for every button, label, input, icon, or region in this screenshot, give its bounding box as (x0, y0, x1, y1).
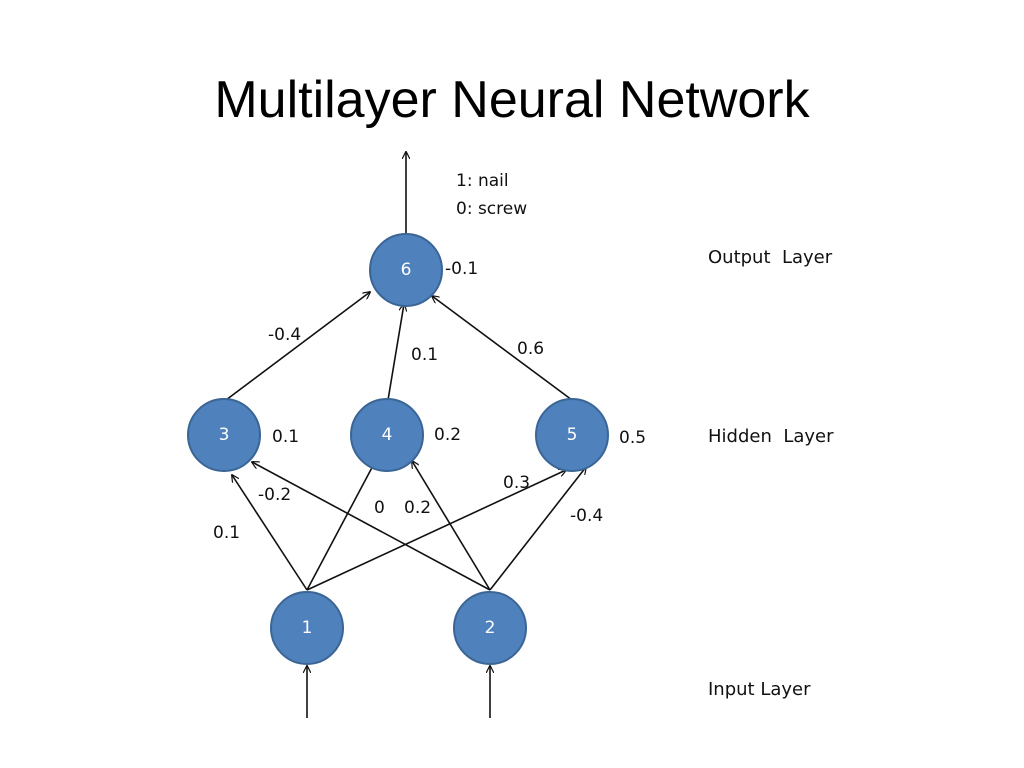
node-2-label: 2 (485, 618, 496, 638)
weight-4-6: 0.1 (411, 345, 438, 365)
edge-1-3 (232, 475, 308, 591)
node-3-label: 3 (219, 425, 230, 445)
node-6-label: 6 (401, 260, 412, 280)
node-4-bias: 0.2 (434, 425, 461, 445)
edge-2-5 (489, 467, 586, 591)
edge-4-6 (387, 304, 404, 401)
node-4-circle (350, 398, 424, 472)
slide-title: Multilayer Neural Network (214, 71, 810, 129)
node-5: 5 (535, 398, 609, 472)
weight-5-6: 0.6 (517, 339, 544, 359)
node-3: 3 (187, 398, 261, 472)
node-1: 1 (270, 591, 344, 665)
node-3-bias: 0.1 (272, 427, 299, 447)
node-6-bias: -0.1 (445, 259, 478, 279)
edge-2-3 (252, 462, 491, 591)
node-5-circle (535, 398, 609, 472)
weight-2-5: -0.4 (570, 506, 603, 526)
weight-3-6: -0.4 (268, 325, 301, 345)
node-3-circle (187, 398, 261, 472)
node-6-circle (369, 233, 443, 307)
node-1-circle (270, 591, 344, 665)
edges (225, 152, 586, 718)
output-layer-label: Output Layer (708, 247, 833, 268)
weight-1-5: 0.3 (503, 473, 530, 493)
hidden-layer-label: Hidden Layer (708, 426, 834, 447)
node-1-label: 1 (302, 618, 313, 638)
node-5-bias: 0.5 (619, 428, 646, 448)
node-2: 2 (453, 591, 527, 665)
weight-2-4: 0.2 (404, 498, 431, 518)
node-5-label: 5 (567, 425, 578, 445)
node-4: 4 (350, 398, 424, 472)
edge-1-5 (306, 470, 566, 591)
weight-1-4: 0 (374, 498, 385, 518)
weight-2-3: -0.2 (258, 485, 291, 505)
weight-1-3: 0.1 (213, 523, 240, 543)
node-6: 6 (369, 233, 443, 307)
edge-2-4 (412, 461, 491, 591)
edge-3-6 (225, 292, 370, 401)
node-4-label: 4 (382, 425, 393, 445)
input-layer-label: Input Layer (708, 679, 811, 700)
node-2-circle (453, 591, 527, 665)
edge-5-6 (432, 296, 573, 401)
output-legend-screw: 0: screw (456, 199, 527, 219)
output-legend-nail: 1: nail (456, 171, 509, 191)
edge-1-4 (306, 460, 376, 591)
